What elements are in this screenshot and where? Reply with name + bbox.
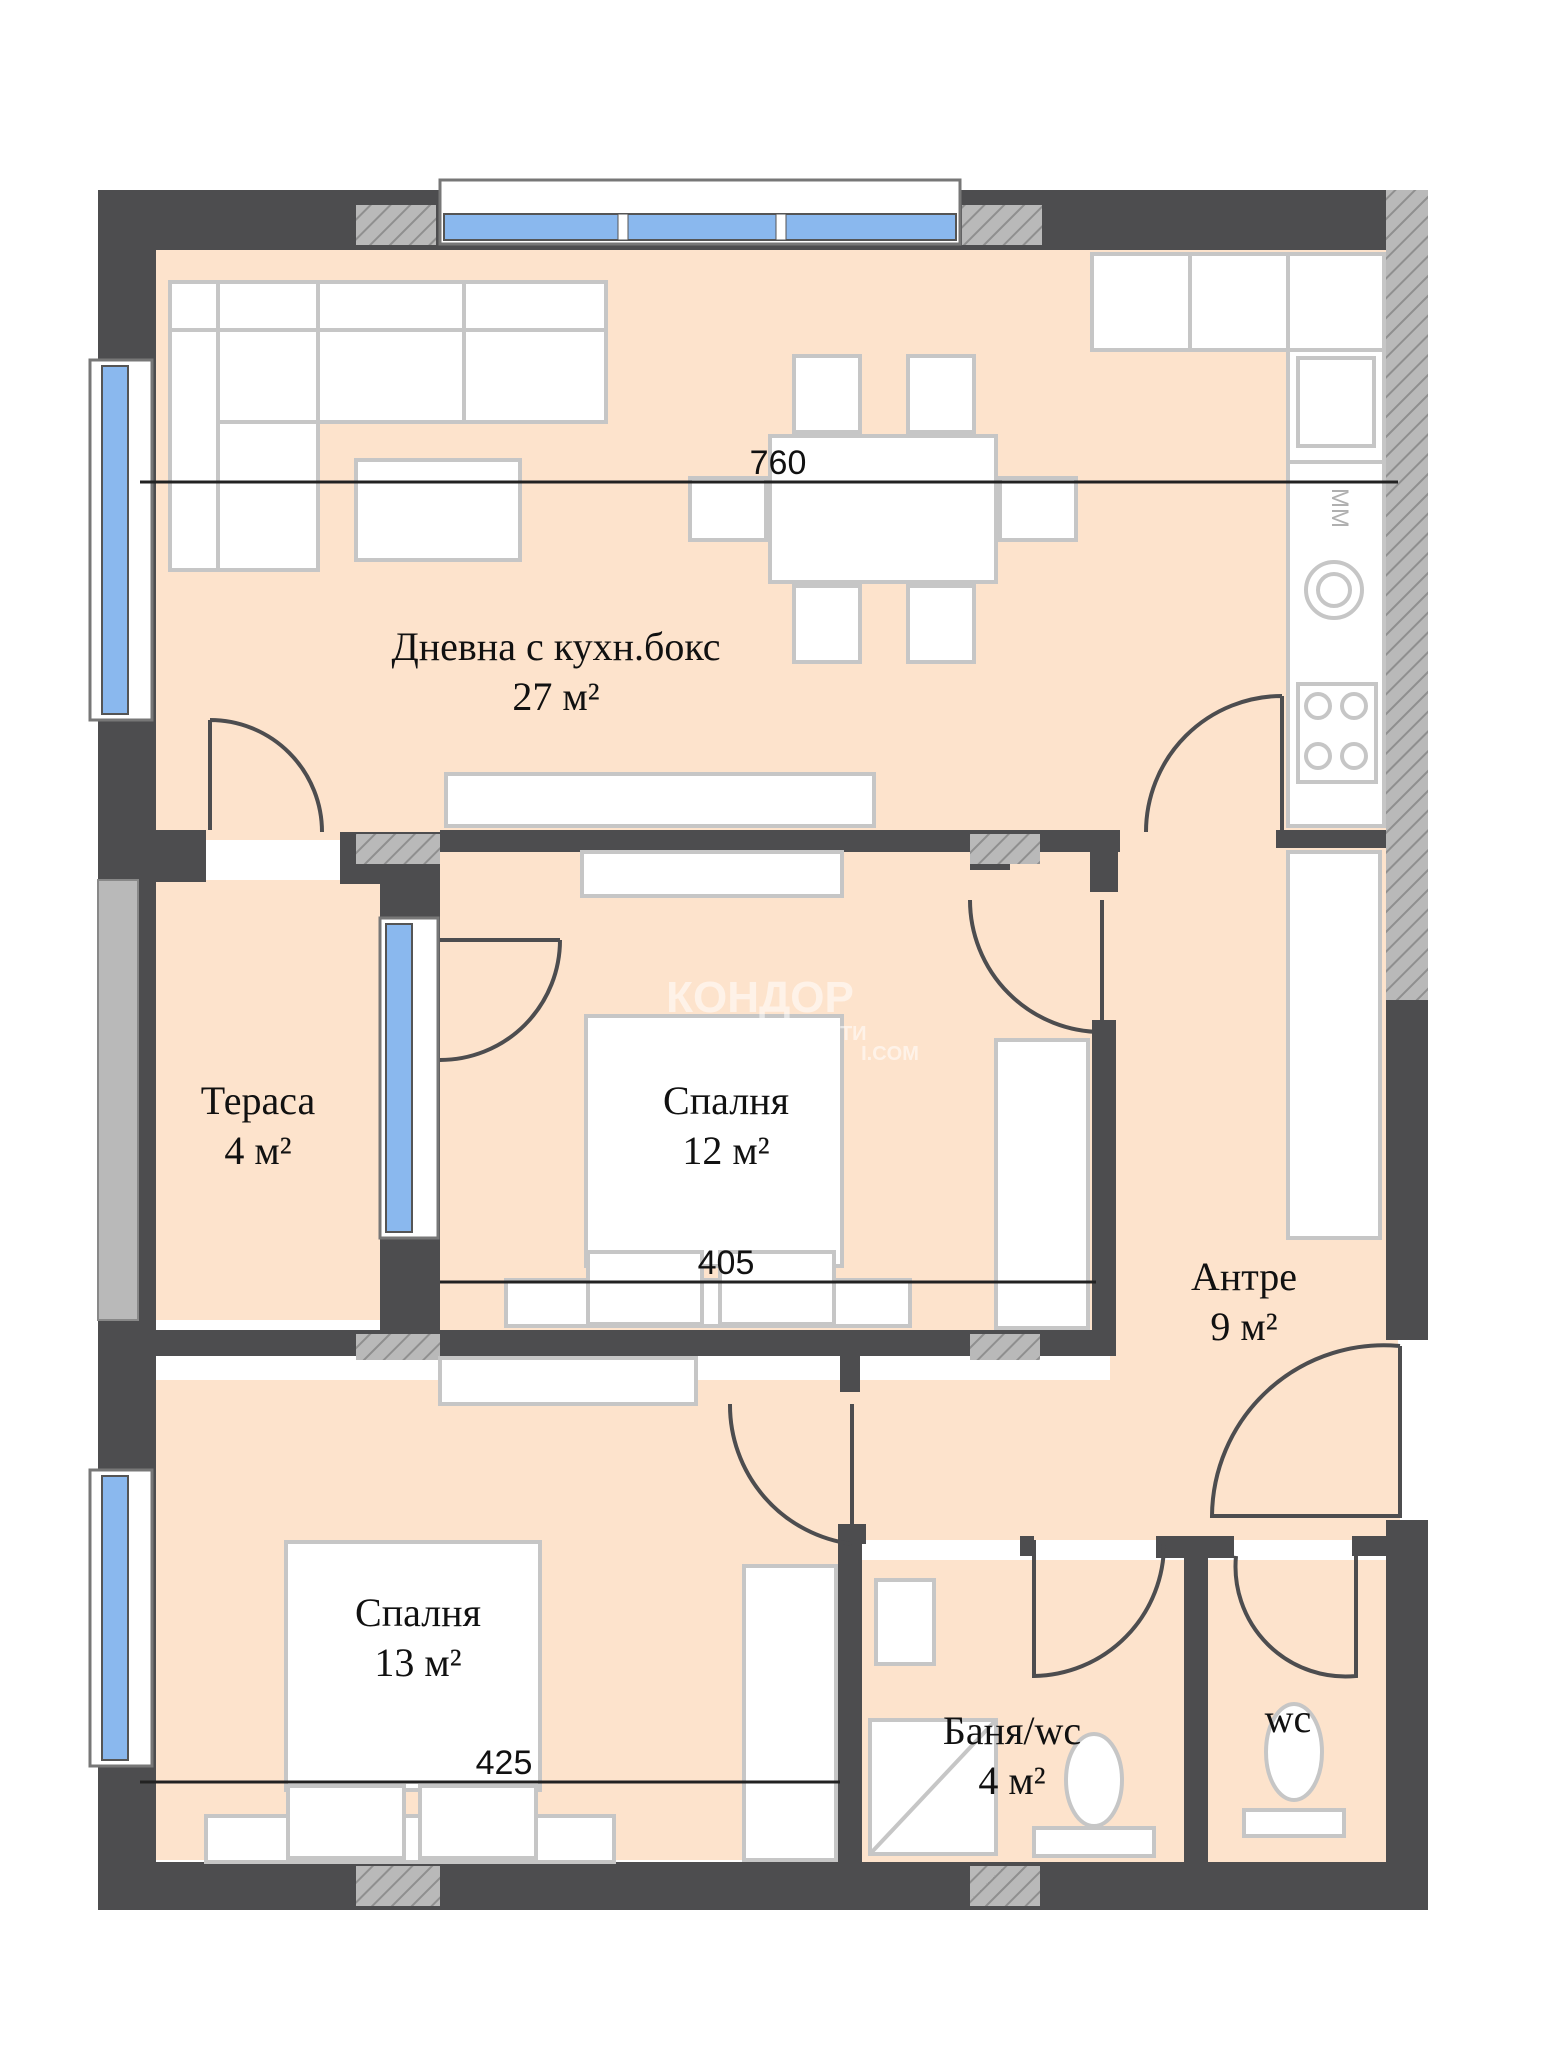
window-left-bedroom2 — [88, 1468, 154, 1768]
coffee-table — [354, 458, 522, 562]
door-entrance — [1209, 1343, 1402, 1518]
room-name-bathroom: Баня/wc — [943, 1708, 1081, 1753]
hatched-wall — [97, 879, 139, 1321]
hatched-wall — [356, 205, 436, 245]
wc-wall-top-right — [1352, 1536, 1386, 1556]
window-left-living — [88, 358, 154, 722]
room-area-living: 27 м² — [512, 674, 599, 719]
watermark-subtitle: НЕДВИЖИМИ ИМОТИ — [653, 1023, 866, 1045]
door-bathroom — [1032, 1540, 1166, 1679]
room-name-terrace: Тераса — [201, 1078, 316, 1123]
hatched-wall — [962, 205, 1042, 245]
room-name-bedroom1: Спалня — [663, 1078, 789, 1123]
dimension-label-living: 760 — [750, 444, 807, 482]
double-bed-bedroom2 — [204, 1540, 616, 1864]
door-terrace — [208, 718, 324, 833]
hatched-wall — [1386, 190, 1428, 1000]
dimension-label-bedroom1: 405 — [698, 1244, 755, 1282]
hatched-wall — [356, 834, 440, 864]
toilet-wc — [1242, 1702, 1346, 1838]
room-area-hall: 9 м² — [1210, 1304, 1277, 1349]
windows — [88, 178, 962, 1768]
outer-wall-right-lower — [1386, 1000, 1428, 1340]
kitchen-counter — [1090, 252, 1386, 828]
door-bedroom1-balcony — [439, 938, 562, 1062]
wall-stub — [840, 1350, 860, 1392]
room-area-bathroom: 4 м² — [978, 1758, 1045, 1803]
hatched-wall — [356, 1866, 440, 1906]
room-name-bedroom2: Спалня — [355, 1590, 481, 1635]
hatched-wall — [970, 834, 1040, 864]
bathroom-wc-partition — [1184, 1536, 1208, 1862]
hatched-walls — [97, 190, 1428, 1906]
dimension-label-bedroom2: 425 — [476, 1744, 533, 1782]
window-terrace-door — [378, 916, 440, 1240]
bedroom1-wall-bottom — [98, 1330, 1116, 1356]
wall-stub — [1020, 1536, 1034, 1556]
tv-unit — [438, 1356, 698, 1406]
room-name-hall: Антре — [1191, 1254, 1297, 1299]
washing-machine-mark: MM — [1326, 488, 1353, 528]
dining-set — [688, 354, 1078, 664]
room-labels: Дневна с кухн.бокс 27 м² Тераса 4 м² Спа… — [201, 624, 1312, 1803]
terrace-floor — [140, 880, 380, 1320]
corridor-floor — [700, 1380, 1400, 1540]
dimension-lines — [140, 480, 1398, 1784]
watermark: КОНДОР НЕДВИЖИМИ ИМОТИ I.COM — [653, 973, 918, 1065]
hatched-wall — [356, 1334, 440, 1360]
hall-wall-segment — [1276, 830, 1386, 848]
tv-unit — [444, 772, 876, 828]
outer-wall-bottom — [98, 1862, 1428, 1910]
door-bedroom1 — [968, 899, 1104, 1034]
outer-wall-right-bottom — [1386, 1520, 1428, 1910]
room-name-living: Дневна с кухн.бокс — [391, 624, 720, 669]
furniture — [168, 252, 1386, 1864]
bedroom1-wall-top — [440, 830, 1120, 852]
sofa — [168, 280, 608, 572]
watermark-brand: КОНДОР — [666, 973, 854, 1022]
door-bedroom2 — [727, 1403, 854, 1546]
hatched-wall — [970, 1866, 1040, 1906]
wall-stub — [1090, 840, 1118, 892]
shower-diagonal — [868, 1718, 998, 1856]
door-wc — [1233, 1540, 1358, 1679]
wardrobe — [1286, 850, 1382, 1240]
watermark-domain: I.COM — [861, 1043, 919, 1065]
door-hall-living — [1144, 694, 1284, 833]
bedroom1-wall-right — [1092, 1020, 1116, 1356]
room-area-bedroom2: 13 м² — [374, 1640, 461, 1685]
window-top — [438, 178, 962, 246]
washbasin — [874, 1578, 936, 1666]
doors — [208, 694, 1402, 1679]
wardrobe — [994, 1038, 1090, 1330]
bathroom-wall-left — [838, 1524, 862, 1864]
wardrobe — [742, 1564, 838, 1862]
room-area-bedroom1: 12 м² — [682, 1128, 769, 1173]
double-bed-bedroom1 — [504, 1014, 912, 1328]
room-area-terrace: 4 м² — [224, 1128, 291, 1173]
room-name-wc: wc — [1265, 1696, 1312, 1741]
hatched-wall — [970, 1334, 1040, 1360]
toilet-bathroom — [1032, 1732, 1156, 1858]
terrace-wall-top — [156, 830, 206, 882]
tv-unit — [580, 850, 844, 898]
